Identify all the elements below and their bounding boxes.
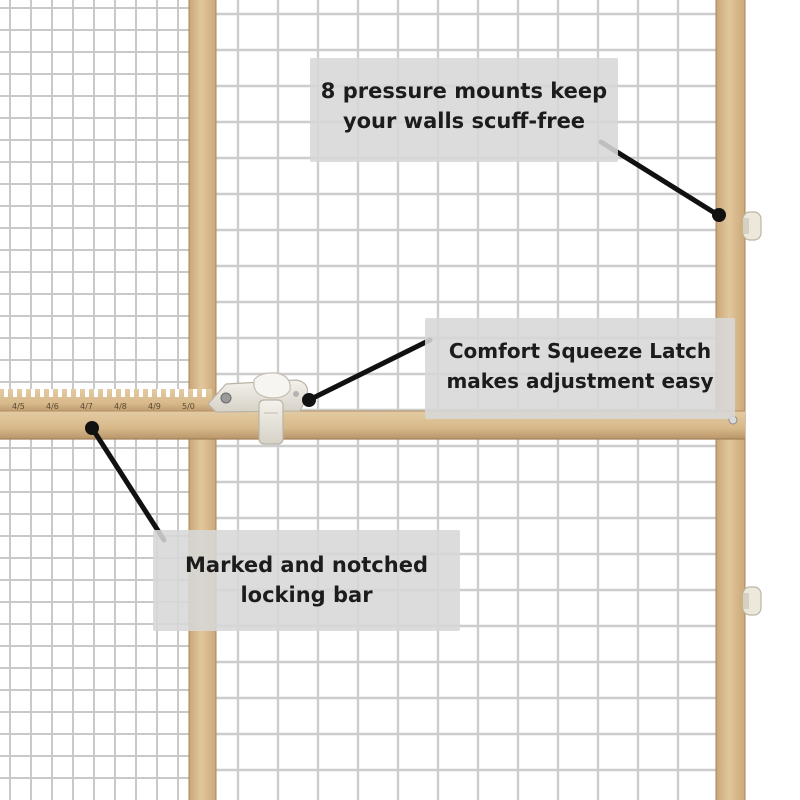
pointer-dot-bar: [85, 421, 99, 435]
bar-marking: 4/8: [114, 402, 127, 411]
pointer-dot-mounts: [712, 208, 726, 222]
squeeze-latch: [207, 372, 309, 445]
callout-locking-bar: Marked and notched locking bar: [153, 530, 460, 631]
pointer-dot-latch: [302, 393, 316, 407]
callout-squeeze-latch-line2: makes adjustment easy: [446, 369, 714, 393]
callout-locking-bar-line1: Marked and notched: [185, 553, 428, 577]
bar-marking: 5/0: [182, 402, 195, 411]
pressure-mount-upper: [742, 211, 762, 241]
notched-locking-bar: 4/5 4/6 4/7 4/8 4/9 5/0: [0, 389, 212, 413]
bar-marking: 4/9: [148, 402, 161, 411]
bar-marking: 4/5: [12, 402, 25, 411]
pressure-mount-lower: [742, 586, 762, 616]
callout-squeeze-latch: Comfort Squeeze Latch makes adjustment e…: [425, 318, 735, 419]
callout-pressure-mounts-line2: your walls scuff-free: [342, 109, 586, 133]
bar-marking: 4/7: [80, 402, 93, 411]
callout-squeeze-latch-line1: Comfort Squeeze Latch: [448, 339, 712, 363]
pointer-mounts: [598, 139, 721, 218]
pointer-latch: [306, 337, 433, 403]
callout-pressure-mounts-line1: 8 pressure mounts keep: [320, 79, 608, 103]
bar-marking: 4/6: [46, 402, 59, 411]
pointer-bar: [89, 425, 167, 543]
callout-locking-bar-line2: locking bar: [240, 583, 373, 607]
callout-pressure-mounts: 8 pressure mounts keep your walls scuff-…: [310, 58, 618, 162]
